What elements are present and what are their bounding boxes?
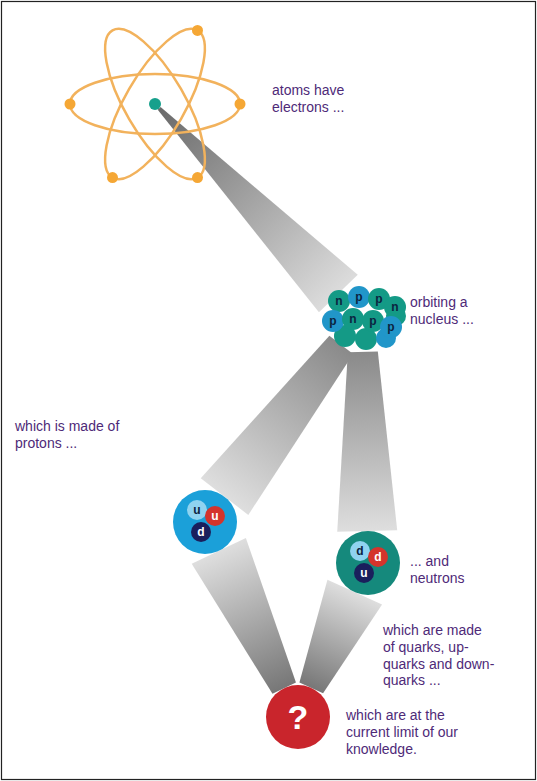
caption-text: which is made of protons ...: [15, 418, 135, 452]
gray-beam: [337, 352, 397, 532]
nucleon-ball: n: [342, 308, 364, 330]
electron: [107, 172, 118, 183]
quark-letter: d: [356, 545, 363, 557]
electron: [65, 99, 76, 110]
nucleon-letter: n: [349, 313, 356, 325]
gray-beam: [192, 538, 296, 694]
caption-text: ... and neutrons: [410, 553, 480, 587]
nucleon-letter: n: [335, 295, 342, 307]
caption-text: orbiting a nucleus ...: [410, 294, 502, 328]
caption-text: which are at the current limit of our kn…: [346, 707, 464, 757]
quark-ball: d: [350, 541, 370, 561]
electron: [192, 25, 203, 36]
gray-beam: [158, 107, 358, 312]
gray-beam: [201, 336, 353, 515]
orbit: [70, 74, 240, 134]
nucleon-ball: n: [384, 296, 406, 318]
caption-text: which are made of quarks, up-quarks and …: [383, 622, 495, 689]
neutron-circle: ... and neutronsddu: [336, 531, 400, 595]
electron: [235, 99, 246, 110]
nucleus-cluster: orbiting a nucleus ...nppnpnpp: [318, 284, 406, 352]
proton-circle: which is made of protons ...uud: [173, 490, 237, 554]
gray-beam: [299, 580, 382, 694]
nucleon-ball: p: [348, 286, 370, 308]
quark-letter: d: [197, 526, 204, 538]
nucleon-letter: p: [369, 315, 376, 327]
nucleon-ball: p: [322, 310, 344, 332]
caption-text: atoms have electrons ...: [272, 82, 372, 116]
nucleon-letter: n: [391, 301, 398, 313]
quark-ball: u: [187, 500, 207, 520]
quark-ball: d: [191, 522, 211, 542]
atom-orbits: [65, 15, 246, 192]
quark-letter: u: [360, 567, 367, 579]
quark-letter: d: [374, 551, 381, 563]
quark-ball: u: [354, 563, 374, 583]
quark-letter: u: [193, 504, 200, 516]
unknown-circle: ?which are at the current limit of our k…: [266, 685, 330, 749]
nucleon-ball: p: [380, 316, 402, 338]
quark-ball: d: [368, 547, 388, 567]
nucleon-letter: p: [387, 321, 394, 333]
nucleon-letter: p: [329, 315, 336, 327]
orbit: [87, 15, 224, 192]
electron: [192, 172, 203, 183]
orbit: [87, 15, 224, 192]
nucleon-letter: p: [375, 293, 382, 305]
nucleon-letter: p: [355, 291, 362, 303]
atom-nucleus-dot: atoms have electrons ...: [149, 98, 161, 110]
question-mark: ?: [288, 700, 309, 734]
quark-ball: u: [205, 506, 225, 526]
quark-letter: u: [211, 510, 218, 522]
